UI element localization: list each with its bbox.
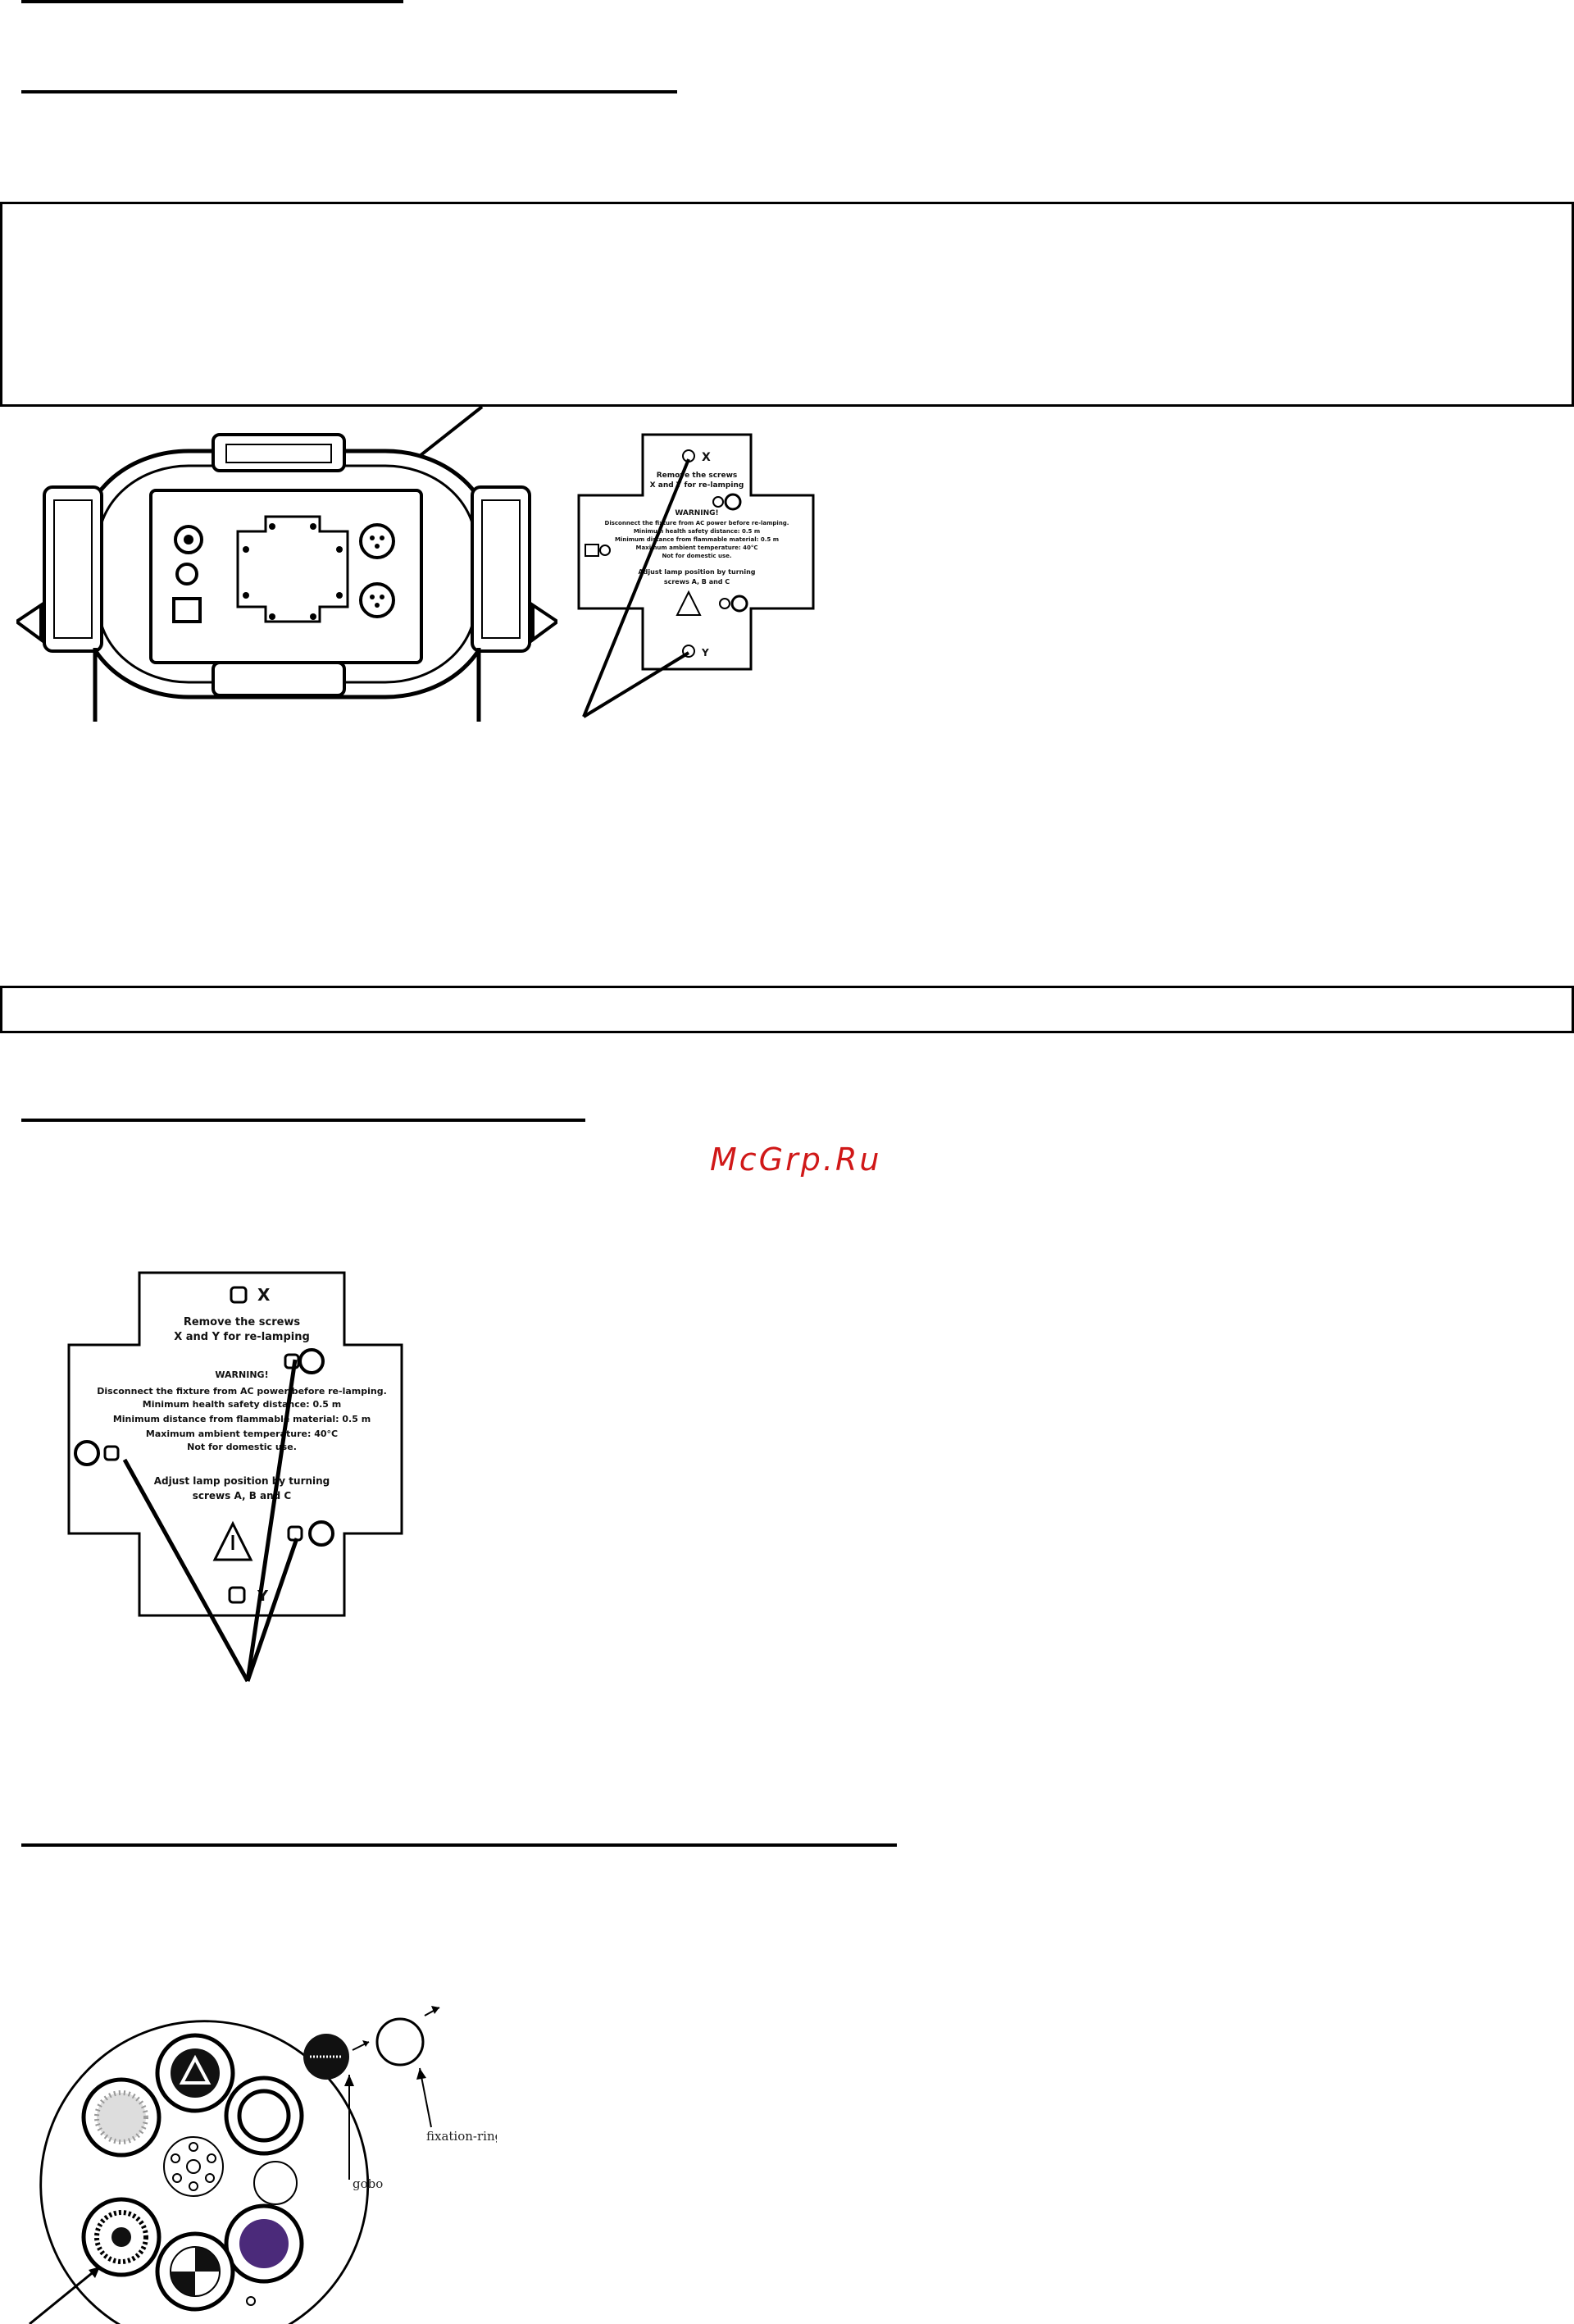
label-line-10: screws A, B and C <box>664 578 730 586</box>
label-line-3: WARNING! <box>215 1369 268 1380</box>
label-sticker-large-figure: X Remove the screws X and Y for re-lampi… <box>67 1271 403 1683</box>
fixation-ring-caption: fixation-ring <box>426 2129 497 2144</box>
mark-y-label: Y <box>701 647 709 658</box>
gobo-caption: gobo <box>353 2176 383 2191</box>
warning-box <box>0 202 1574 407</box>
section-heading-rule-4 <box>21 1843 897 1847</box>
label-line-8: Not for domestic use. <box>187 1442 297 1452</box>
label-line-9: Adjust lamp position by turning <box>154 1475 330 1487</box>
label-line-6: Minimum distance from flammable material… <box>113 1414 371 1424</box>
label-line-3: WARNING! <box>675 509 718 517</box>
label-sticker-small-figure: X Remove the screws X and Y for re-lampi… <box>577 433 815 718</box>
label-line-10: screws A, B and C <box>193 1490 292 1501</box>
section-heading-rule-1 <box>21 0 403 3</box>
label-line-8: Not for domestic use. <box>662 553 731 559</box>
label-line-2: X and Y for re-lamping <box>174 1331 310 1343</box>
warning-triangle-icon <box>676 590 702 616</box>
label-line-9: Adjust lamp position by turning <box>638 568 755 576</box>
label-line-1: Remove the screws <box>184 1316 301 1328</box>
note-box <box>0 986 1574 1033</box>
label-line-2: X and Y for re-lamping <box>650 481 744 490</box>
gobo-wheel-figure: gobo fixation-ring <box>29 2006 497 2324</box>
label-line-5: Minimum health safety distance: 0.5 m <box>143 1399 341 1410</box>
label-line-7: Maximum ambient temperature: 40°C <box>635 545 757 551</box>
label-line-1: Remove the screws <box>657 472 738 480</box>
watermark-text: McGrp.Ru <box>710 1141 882 1178</box>
fixture-back-view-figure <box>16 405 557 722</box>
fixation-ring-icon <box>375 2017 425 2067</box>
label-line-4: Disconnect the fixture from AC power bef… <box>97 1386 387 1397</box>
mark-x-label: X <box>702 451 711 464</box>
label-line-4: Disconnect the fixture from AC power bef… <box>605 520 789 526</box>
section-heading-rule-3 <box>21 1119 585 1122</box>
mark-x-label: X <box>257 1285 271 1305</box>
label-line-7: Maximum ambient temperature: 40°C <box>146 1429 338 1439</box>
label-line-5: Minimum health safety distance: 0.5 m <box>634 528 760 535</box>
label-line-6: Minimum distance from flammable material… <box>615 536 779 543</box>
section-heading-rule-2 <box>21 90 677 93</box>
